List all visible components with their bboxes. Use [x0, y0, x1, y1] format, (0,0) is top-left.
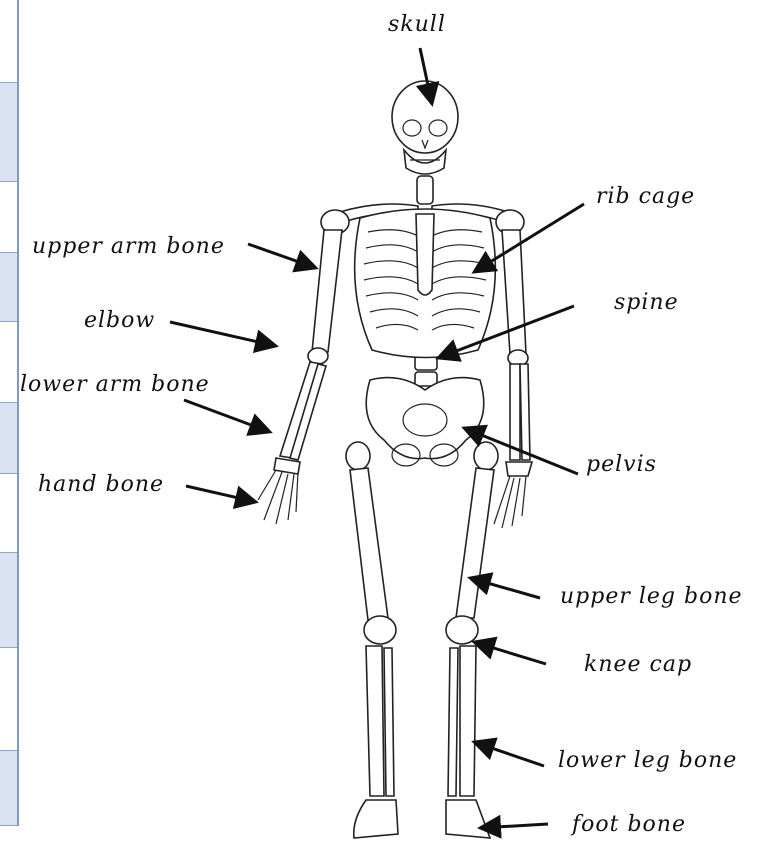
label-hand-bone: hand bone — [38, 474, 164, 496]
label-lower-leg-bone: lower leg bone — [558, 750, 737, 772]
label-elbow: elbow — [84, 310, 155, 332]
legs-drawing — [346, 442, 498, 838]
pelvis-drawing — [366, 378, 484, 466]
label-skull: skull — [388, 14, 446, 36]
label-upper-arm-bone: upper arm bone — [32, 236, 225, 258]
label-foot-bone: foot bone — [572, 814, 686, 836]
label-lower-arm-bone: lower arm bone — [20, 374, 210, 396]
label-rib-cage: rib cage — [596, 186, 695, 208]
skull-drawing — [392, 81, 458, 174]
label-knee-cap: knee cap — [584, 654, 692, 676]
left-arm-drawing — [258, 210, 349, 524]
rib-cage-drawing — [355, 209, 496, 358]
label-upper-leg-bone: upper leg bone — [560, 586, 743, 608]
label-spine: spine — [614, 292, 679, 314]
label-pelvis: pelvis — [586, 454, 657, 476]
